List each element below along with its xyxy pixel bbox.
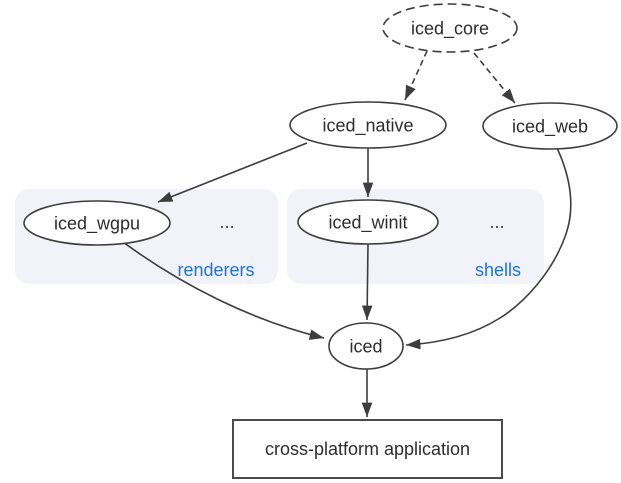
edge-iced_native-to-iced_wgpu <box>157 142 308 203</box>
shells-ellipsis: ... <box>489 212 504 232</box>
node-iced-web: iced_web <box>482 102 618 150</box>
iced-winit-ellipse <box>297 199 439 245</box>
node-iced-wgpu: iced_wgpu <box>23 200 171 246</box>
edge-iced_wgpu-to-iced <box>122 241 325 340</box>
iced-ellipse <box>328 322 404 370</box>
renderers-ellipsis: ... <box>219 212 234 232</box>
iced-web-ellipse <box>482 102 618 150</box>
application-rect <box>232 419 503 479</box>
node-iced-winit-label: iced_winit <box>328 213 407 234</box>
node-iced-label: iced <box>349 337 382 357</box>
node-iced-core: iced_core <box>382 3 518 53</box>
node-iced-native: iced_native <box>289 101 447 149</box>
iced-wgpu-ellipse <box>23 200 171 246</box>
iced-core-ellipse <box>382 3 518 53</box>
node-iced-wgpu-label: iced_wgpu <box>54 214 140 235</box>
iced-native-ellipse <box>289 101 447 149</box>
renderers-group-label: renderers <box>177 260 254 280</box>
edge-iced_core-to-iced_native <box>404 50 428 101</box>
node-application-label: cross-platform application <box>265 439 470 459</box>
shells-group-label: shells <box>475 260 521 280</box>
edge-iced_core-to-iced_web <box>473 52 516 104</box>
edges <box>122 50 572 417</box>
edge-iced_winit-to-iced <box>361 243 373 321</box>
node-iced-winit: iced_winit <box>297 199 439 245</box>
edge-iced_web-to-iced <box>405 147 572 350</box>
node-application: cross-platform application <box>232 419 503 479</box>
node-iced: iced <box>328 322 404 370</box>
node-iced-web-label: iced_web <box>512 117 588 138</box>
node-iced-core-label: iced_core <box>411 19 489 40</box>
node-iced-native-label: iced_native <box>322 116 413 137</box>
